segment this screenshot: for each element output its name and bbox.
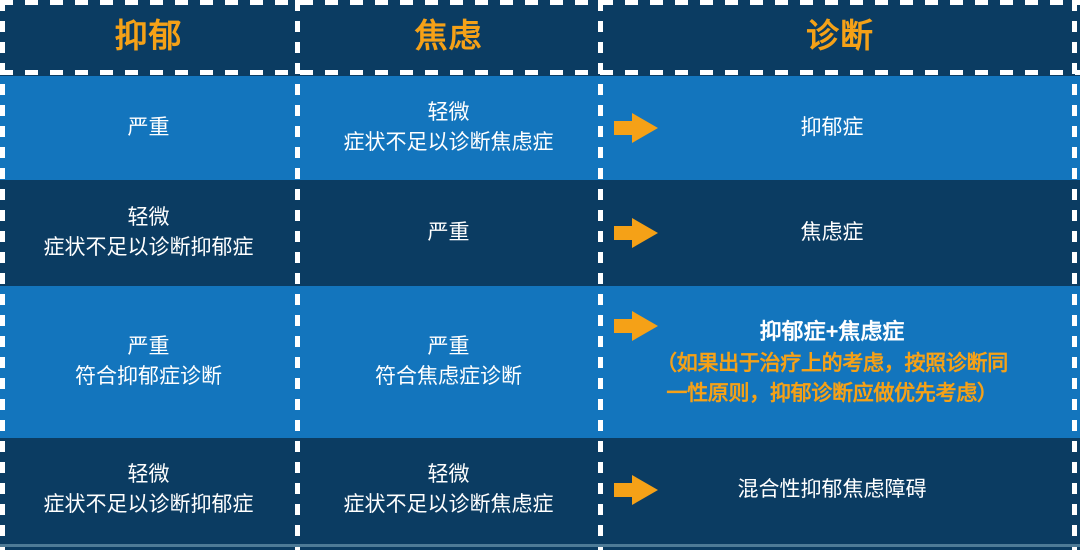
diagnosis-note-line-2: 一性原则，抑郁诊断应做优先考虑） <box>666 381 998 405</box>
header-cell-depression: 抑郁 <box>114 17 183 55</box>
diagnosis-label: 抑郁症 <box>800 115 864 139</box>
depression-line-2: 症状不足以诊断抑郁症 <box>43 236 254 259</box>
cell-diagnosis: 抑郁症+焦虑症 （如果出于治疗上的考虑，按照诊断同 一性原则，抑郁诊断应做优先考… <box>600 286 1080 438</box>
cell-anxiety: 严重 <box>297 180 600 286</box>
diagnosis-body: 抑郁症 <box>600 113 1074 143</box>
cell-depression: 轻微 症状不足以诊断抑郁症 <box>0 180 297 286</box>
cell-diagnosis: 混合性抑郁焦虑障碍 <box>600 438 1080 542</box>
depression-line-1: 严重 <box>127 115 170 139</box>
diagnosis-label: 焦虑症 <box>800 220 864 244</box>
depression-line-1: 轻微 <box>127 205 170 229</box>
cell-depression: 严重 符合抑郁症诊断 <box>0 286 297 438</box>
anxiety-line-1: 严重 <box>427 334 470 358</box>
anxiety-line-2: 符合焦虑症诊断 <box>375 365 522 388</box>
depression-line-2: 症状不足以诊断抑郁症 <box>43 493 254 516</box>
header-cell-diagnosis: 诊断 <box>806 17 874 55</box>
cell-depression: 严重 <box>0 76 297 180</box>
depression-line-2: 符合抑郁症诊断 <box>75 365 222 388</box>
right-arrow-icon <box>614 218 658 248</box>
diagnosis-label: 混合性抑郁焦虑障碍 <box>737 477 927 501</box>
table-row: 轻微 症状不足以诊断抑郁症 严重 焦虑症 <box>0 180 1080 286</box>
diagnosis-body: 焦虑症 <box>600 218 1074 248</box>
anxiety-line-1: 严重 <box>427 220 470 244</box>
anxiety-line-2: 症状不足以诊断焦虑症 <box>343 131 554 154</box>
diagnosis-body: 抑郁症+焦虑症 （如果出于治疗上的考虑，按照诊断同 一性原则，抑郁诊断应做优先考… <box>600 316 1074 408</box>
diagnosis-label: 抑郁症+焦虑症 <box>759 318 905 344</box>
right-arrow-icon <box>614 311 658 341</box>
table-bottom-rule <box>0 544 1080 547</box>
table-row: 严重 符合抑郁症诊断 严重 符合焦虑症诊断 抑郁症+焦虑症 （如果出于治疗上的考… <box>0 286 1080 438</box>
anxiety-line-1: 轻微 <box>427 100 470 124</box>
anxiety-line-2: 症状不足以诊断焦虑症 <box>343 493 554 516</box>
right-arrow-icon <box>614 113 658 143</box>
header-cell-anxiety: 焦虑 <box>414 17 483 55</box>
cell-depression: 轻微 症状不足以诊断抑郁症 <box>0 438 297 542</box>
table-row: 轻微 症状不足以诊断抑郁症 轻微 症状不足以诊断焦虑症 混合性抑郁焦虑障碍 <box>0 438 1080 542</box>
depression-line-1: 严重 <box>127 334 170 358</box>
anxiety-line-1: 轻微 <box>427 462 470 486</box>
diagnosis-note-line-1: （如果出于治疗上的考虑，按照诊断同 <box>656 351 1008 375</box>
cell-diagnosis: 焦虑症 <box>600 180 1080 286</box>
table-header-row: 抑郁 焦虑 诊断 <box>0 0 1080 72</box>
cell-anxiety: 轻微 症状不足以诊断焦虑症 <box>297 438 600 542</box>
depression-line-1: 轻微 <box>127 462 170 486</box>
cell-anxiety: 轻微 症状不足以诊断焦虑症 <box>297 76 600 180</box>
right-arrow-icon <box>614 475 658 505</box>
table-row: 严重 轻微 症状不足以诊断焦虑症 抑郁症 <box>0 76 1080 180</box>
cell-diagnosis: 抑郁症 <box>600 76 1080 180</box>
cell-anxiety: 严重 符合焦虑症诊断 <box>297 286 600 438</box>
diagnosis-body: 混合性抑郁焦虑障碍 <box>600 475 1074 505</box>
